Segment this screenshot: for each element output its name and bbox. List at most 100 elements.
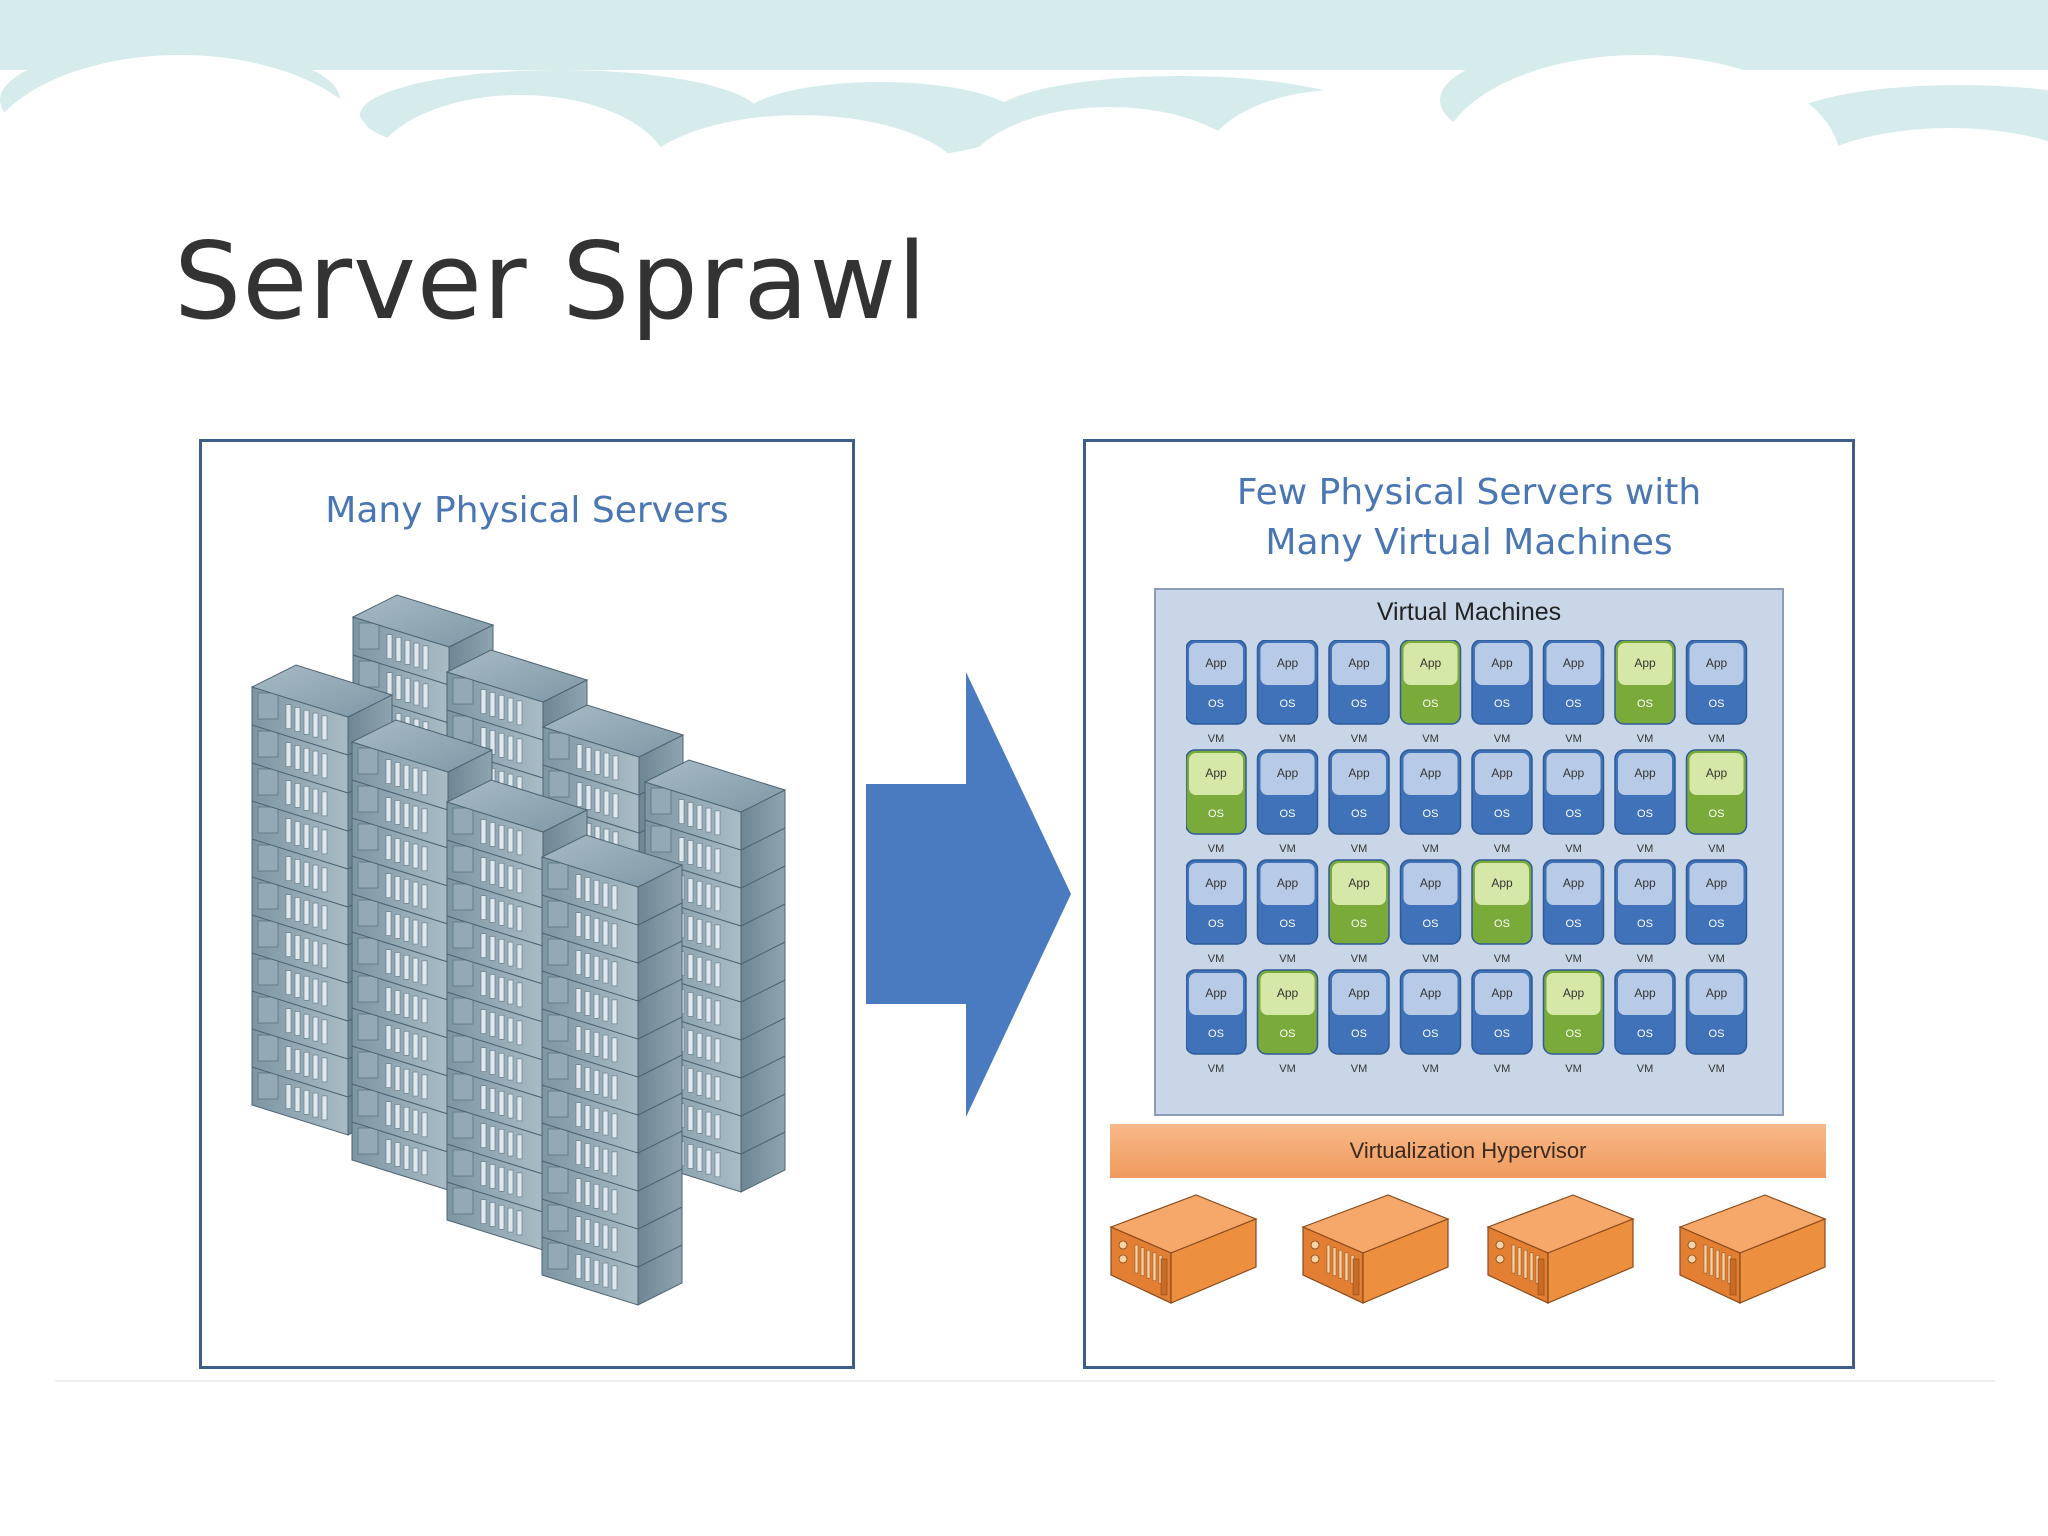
vm-os-label: OS [1351,698,1367,710]
vm-label: VM [1494,953,1511,965]
vm-app-label: App [1491,876,1513,890]
vm-os-label: OS [1208,918,1224,930]
orange-server-icon [1678,1194,1827,1304]
vm-os-label: OS [1280,918,1296,930]
vm-app-label: App [1277,656,1299,670]
vm-label: VM [1637,843,1654,855]
vm-label: VM [1708,843,1725,855]
server-column [540,834,684,1306]
vm-label: VM [1351,1063,1368,1075]
vm-label: VM [1565,843,1582,855]
vm-app-label: App [1634,766,1656,780]
vm-os-label: OS [1709,808,1725,820]
vm-label: VM [1422,1063,1439,1075]
vm-app-label: App [1205,876,1227,890]
vm-label: VM [1565,1063,1582,1075]
vm-os-label: OS [1566,808,1582,820]
vm-app-label: App [1706,766,1728,780]
vm-os-label: OS [1423,808,1439,820]
vm-os-label: OS [1423,698,1439,710]
vm-app-label: App [1420,656,1442,670]
vm-label: VM [1208,1063,1225,1075]
vm-os-label: OS [1709,698,1725,710]
vm-label: VM [1422,733,1439,745]
vm-os-label: OS [1709,918,1725,930]
virtual-machines-title: Virtual Machines [1376,598,1562,626]
vm-os-label: OS [1280,698,1296,710]
vm-label: VM [1708,733,1725,745]
vm-os-label: OS [1637,698,1653,710]
vm-label: VM [1279,1063,1296,1075]
orange-server-icon [1486,1194,1635,1304]
vm-app-label: App [1277,766,1299,780]
vm-os-label: OS [1351,1028,1367,1040]
vm-label: VM [1351,843,1368,855]
vm-label: VM [1565,953,1582,965]
vm-label: VM [1351,733,1368,745]
vm-os-label: OS [1494,808,1510,820]
vm-label: VM [1208,733,1225,745]
vm-os-label: OS [1208,698,1224,710]
vm-os-label: OS [1566,918,1582,930]
vm-label: VM [1422,843,1439,855]
vm-app-label: App [1420,986,1442,1000]
vm-app-label: App [1205,656,1227,670]
vm-label: VM [1494,1063,1511,1075]
vm-app-label: App [1491,656,1513,670]
few-physical-servers-title: Few Physical Servers with [1236,472,1702,513]
vm-app-label: App [1634,876,1656,890]
vm-app-label: App [1420,766,1442,780]
vm-os-label: OS [1208,808,1224,820]
vm-app-label: App [1563,656,1585,670]
vm-app-label: App [1706,876,1728,890]
vm-app-label: App [1563,766,1585,780]
virtualization-hypervisor-bar: Virtualization Hypervisor [1110,1124,1826,1178]
vm-label: VM [1351,953,1368,965]
vm-label: VM [1708,953,1725,965]
orange-server-icon [1301,1194,1450,1304]
vm-app-label: App [1563,876,1585,890]
vm-label: VM [1637,733,1654,745]
server-column [643,759,787,1193]
vm-os-label: OS [1566,1028,1582,1040]
vm-os-label: OS [1494,918,1510,930]
vm-os-label: OS [1280,1028,1296,1040]
vm-os-label: OS [1351,808,1367,820]
vm-os-label: OS [1566,698,1582,710]
virtualized-servers-panel: Few Physical Servers with Many Virtual M… [1083,439,1855,1369]
server-rack-stack-icon [250,594,787,1306]
many-virtual-machines-title: Many Virtual Machines [1265,522,1673,563]
vm-grid: AppOSVMAppOSVMAppOSVMAppOSVMAppOSVMAppOS… [1186,640,1748,1075]
cloud-banner [0,0,2048,200]
orange-server-icon [1109,1194,1258,1304]
vm-os-label: OS [1423,918,1439,930]
vm-os-label: OS [1280,808,1296,820]
vm-label: VM [1279,953,1296,965]
vm-label: VM [1637,1063,1654,1075]
many-physical-servers-title: Many Physical Servers [325,490,729,531]
right-arrow-icon [866,672,1071,1117]
vm-label: VM [1208,953,1225,965]
vm-app-label: App [1706,656,1728,670]
vm-app-label: App [1634,986,1656,1000]
vm-label: VM [1637,953,1654,965]
